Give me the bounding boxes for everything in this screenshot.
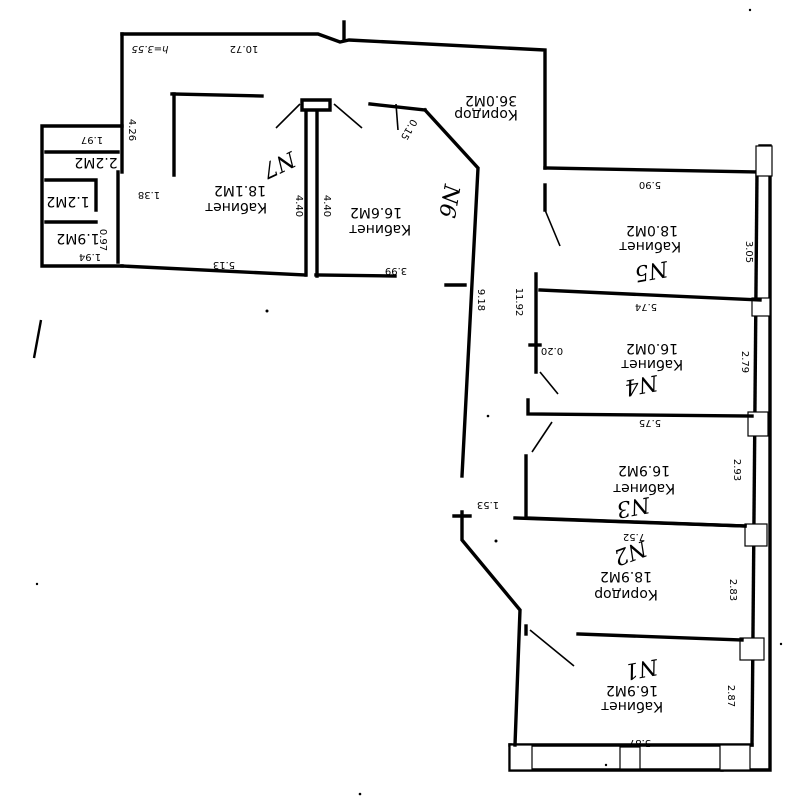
dim-o1-bottom: 5.13 xyxy=(213,259,235,270)
office-5-number: N3 xyxy=(615,491,653,522)
margin-mark xyxy=(32,319,43,359)
office-3-name: Кабинет xyxy=(619,238,681,254)
dim-corridor-small: 0.15 xyxy=(398,117,419,142)
office-2-number: N6 xyxy=(433,182,464,220)
outer-walls xyxy=(40,32,772,772)
dim-o3-bottom: 5.74 xyxy=(635,301,657,312)
office-1-area: 18.1М2 xyxy=(214,182,266,198)
dim-o1-right: 4.40 xyxy=(293,195,304,217)
dim-o4-door: 0.20 xyxy=(541,345,563,356)
dim-wc-side: 1.38 xyxy=(138,189,160,200)
office-2-area: 16.6М2 xyxy=(350,204,402,220)
interior-walls xyxy=(44,20,762,747)
dim-o4-left: 11.92 xyxy=(513,288,524,317)
dim-corridor-len: 9.18 xyxy=(475,289,486,311)
dim-o3-top: 5.90 xyxy=(639,179,661,190)
office-6-number: N1 xyxy=(623,653,661,684)
office-5-name: Кабинет xyxy=(613,480,675,496)
dim-o2-bottom: 3.99 xyxy=(385,265,407,276)
dim-wc-top: 1.97 xyxy=(81,134,103,145)
room-labels: 36.0М2 Коридор 18.1М2 Кабинет N7 16.6М2 … xyxy=(46,92,683,714)
dim-o4-bottom: 5.75 xyxy=(639,417,661,428)
corridor-right-name: Коридор xyxy=(594,586,658,602)
dim-o5-side: 2.93 xyxy=(731,459,742,481)
dim-o2-left: 4.40 xyxy=(321,195,332,217)
dim-wc-small-b: 1.94 xyxy=(79,251,101,262)
office-6-name: Кабинет xyxy=(601,698,663,714)
dim-top-width: 10.72 xyxy=(230,43,259,54)
small-1-area: 2.2М2 xyxy=(74,154,117,170)
corridor-top-name: Коридор xyxy=(454,106,518,122)
office-6-area: 16.9М2 xyxy=(606,682,658,698)
small-3-area: 1.9М2 xyxy=(56,230,99,246)
scan-specks xyxy=(35,8,783,796)
office-2-name: Кабинет xyxy=(349,221,411,237)
dim-height: h=3.55 xyxy=(132,43,169,54)
dim-corr-small: 1.53 xyxy=(477,499,499,510)
office-3-number: N5 xyxy=(633,255,671,286)
dim-wc-small-a: 0.97 xyxy=(97,229,108,251)
dim-left-side: 4.26 xyxy=(126,119,137,141)
office-5-area: 16.9М2 xyxy=(618,462,670,478)
office-4-number: N4 xyxy=(623,369,661,400)
dimension-labels: 10.72 h=3.55 4.26 1.97 1.38 0.97 1.94 5.… xyxy=(79,43,754,748)
dim-corr-side: 2.83 xyxy=(727,579,738,601)
small-2-area: 1.2М2 xyxy=(46,193,89,209)
office-3-area: 18.0М2 xyxy=(626,222,678,238)
dim-o6-side: 2.87 xyxy=(725,685,736,707)
office-4-area: 16.0М2 xyxy=(626,340,678,356)
dim-o5-bottom: 7.52 xyxy=(623,531,645,542)
office-1-name: Кабинет xyxy=(205,199,267,215)
dim-o4-side: 2.79 xyxy=(739,351,750,373)
corridor-right-area: 18.9М2 xyxy=(600,568,652,584)
windows xyxy=(509,145,773,771)
corridor-top-area: 36.0М2 xyxy=(465,92,517,108)
office-4-name: Кабинет xyxy=(621,356,683,372)
office-1-number: N7 xyxy=(258,145,300,182)
dim-o3-side: 3.05 xyxy=(743,241,754,263)
dim-o6-bottom: 5.87 xyxy=(629,737,651,748)
door-swings xyxy=(275,103,575,667)
